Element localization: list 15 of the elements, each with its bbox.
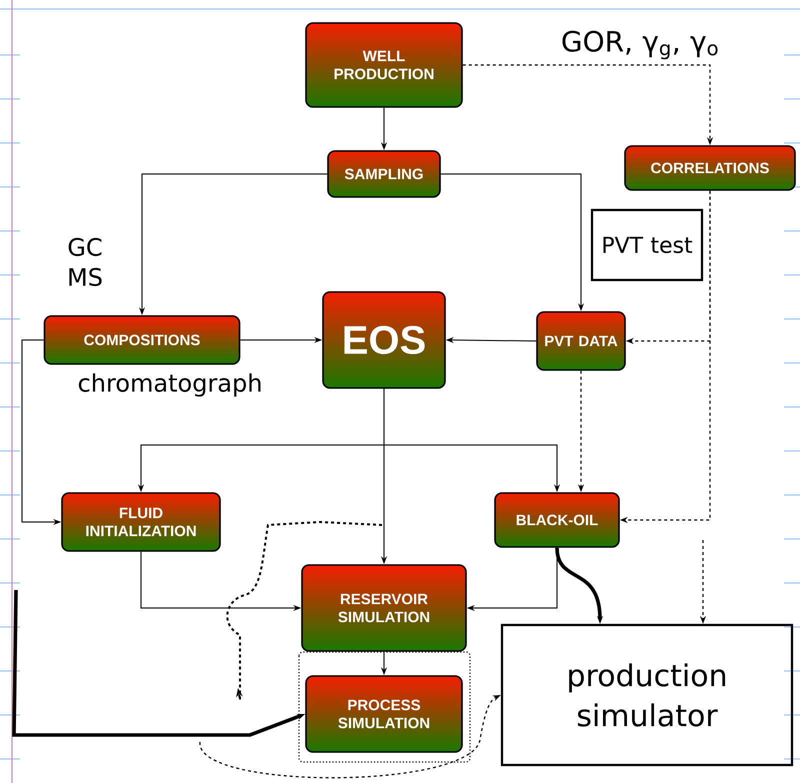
process-box: WELL PRODUCTION [305, 22, 463, 108]
process-box: PROCESS SIMULATION [305, 675, 463, 753]
handwritten-note: GOR, γ$_{g}$, γ$_{o}$ [562, 30, 718, 60]
process-box: BLACK-OIL [494, 492, 620, 548]
process-box: RESERVOIR SIMULATION [301, 564, 467, 652]
handwritten-box: production simulator [500, 624, 794, 766]
process-box: COMPOSITIONS [44, 315, 240, 365]
handwritten-note: GC MS [68, 238, 102, 286]
handwritten-box: PVT test [590, 208, 704, 282]
process-box: SAMPLING [327, 150, 441, 198]
process-box: EOS [322, 291, 446, 389]
process-box: PVT DATA [536, 311, 626, 371]
process-box: CORRELATIONS [624, 145, 796, 191]
handwritten-note: chromatograph [78, 373, 260, 397]
process-box: FLUID INITIALIZATION [61, 492, 221, 552]
